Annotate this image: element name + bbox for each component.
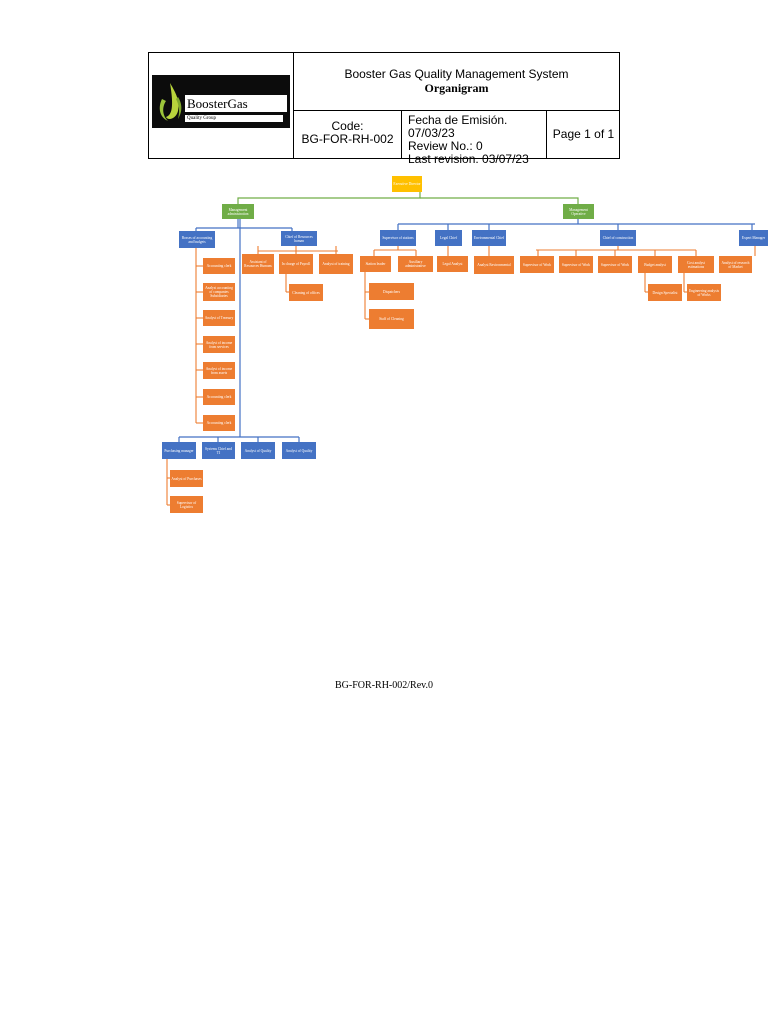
node-work-supervisor-3: Supervisor of Work <box>598 256 632 273</box>
document-footer-code: BG-FOR-RH-002/Rev.0 <box>335 680 433 691</box>
node-environmental-analyst: Analyst Environmental <box>474 256 514 274</box>
node-hr-sub: Cleaning of offices <box>289 284 323 301</box>
logo-cell: BoosterGas Quality Group <box>149 53 294 158</box>
node-executive-director: Executive Director <box>392 176 422 192</box>
node-budget-analyst: Budget analyst <box>638 256 672 273</box>
organigram: Executive Director Management administra… <box>162 176 768 513</box>
gas-drop-logo-icon <box>159 83 182 121</box>
node-cleaning-staff: Staff of Cleaning <box>369 309 414 329</box>
node-systems-chief: Systems Chief and TI <box>202 442 235 459</box>
node-quality-analyst-1: Analyst of Quality <box>241 442 275 459</box>
node-environmental-chief: Environmental Chief <box>472 230 506 246</box>
node-management-administration: Management administration <box>222 204 254 219</box>
node-construction-chief: Chief of construction <box>600 230 636 246</box>
node-purchasing-manager: Purchasing manager <box>162 442 196 459</box>
issue-date: Fecha de Emisión. 07/03/23 <box>408 113 508 140</box>
node-management-operative: Management Operative <box>563 204 594 219</box>
title-cell: Booster Gas Quality Management System Or… <box>294 53 619 111</box>
node-purchases-analyst: Analyst of Purchases <box>170 470 203 487</box>
node-hr-staff-3: Analyst of training <box>319 254 353 274</box>
document-subtitle: Organigram <box>424 81 489 95</box>
code-cell: Code: BG-FOR-RH-002 <box>294 111 402 158</box>
node-quality-analyst-2: Analyst of Quality <box>282 442 316 459</box>
node-auxiliary-administrative: Auxiliary administrative <box>398 256 433 272</box>
document-title: Booster Gas Quality Management System <box>344 67 569 81</box>
company-logo: BoosterGas Quality Group <box>152 75 290 128</box>
document-header: BoosterGas Quality Group Booster Gas Qua… <box>148 52 620 166</box>
node-accounting-staff-5: Analyst of income from assets <box>203 362 235 379</box>
node-accounting-staff-6: Accounting clerk <box>203 389 235 405</box>
node-legal-chief: Legal Chief <box>435 230 462 246</box>
node-accounting-staff-3: Analyst of Treasury <box>203 310 235 326</box>
node-accounting-staff-2: Analyst accounting of companies Subsidia… <box>203 283 235 301</box>
logo-name: BoosterGas <box>185 95 287 112</box>
review-number: Review No.: 0 <box>408 139 483 153</box>
node-engineering-analysis: Engineering analysis of Works <box>687 284 721 301</box>
node-logistics-supervisor: Supervisor of Logistics <box>170 496 203 513</box>
page-number: Page 1 of 1 <box>552 127 615 141</box>
node-expert-manager: Expert Manager <box>739 230 768 246</box>
node-work-supervisor-2: Supervisor of Work <box>559 256 593 273</box>
node-accounting-staff-4: Analyst of income from services <box>203 336 235 353</box>
node-station-leader: Station leader <box>360 256 391 272</box>
node-accounting-staff-7: Accounting clerk <box>203 415 235 431</box>
node-hr-staff-2: In charge of Payroll <box>279 254 313 274</box>
node-hr-head: Chief of Resources human <box>281 231 317 246</box>
org-connectors <box>166 192 756 506</box>
code-value: BG-FOR-RH-002 <box>301 132 394 146</box>
code-label: Code: <box>331 119 364 133</box>
revision-cell: Fecha de Emisión. 07/03/23 Review No.: 0… <box>403 111 547 166</box>
node-hr-staff-1: Assistant of Resources Humans <box>242 254 274 274</box>
node-cost-analyst: Cost analyst estimations <box>678 256 714 273</box>
node-work-supervisor-1: Supervisor of Work <box>520 256 554 273</box>
node-market-research-analyst: Analyst of research of Market <box>719 256 752 273</box>
node-stations-supervisor: Supervisor of stations <box>380 230 416 246</box>
node-accounting-staff-1: Accounting clerk <box>203 258 235 274</box>
logo-tagline: Quality Group <box>185 115 283 122</box>
node-legal-analyst: Legal Analyst <box>437 256 468 272</box>
node-design-specialist: Design Specialist <box>648 284 682 301</box>
last-revision: Last revision. 03/07/23 <box>408 152 529 166</box>
node-dispatchers: Dispatchers <box>369 283 414 300</box>
node-accounting-head: Bosses of accounting and budgets <box>179 231 215 248</box>
